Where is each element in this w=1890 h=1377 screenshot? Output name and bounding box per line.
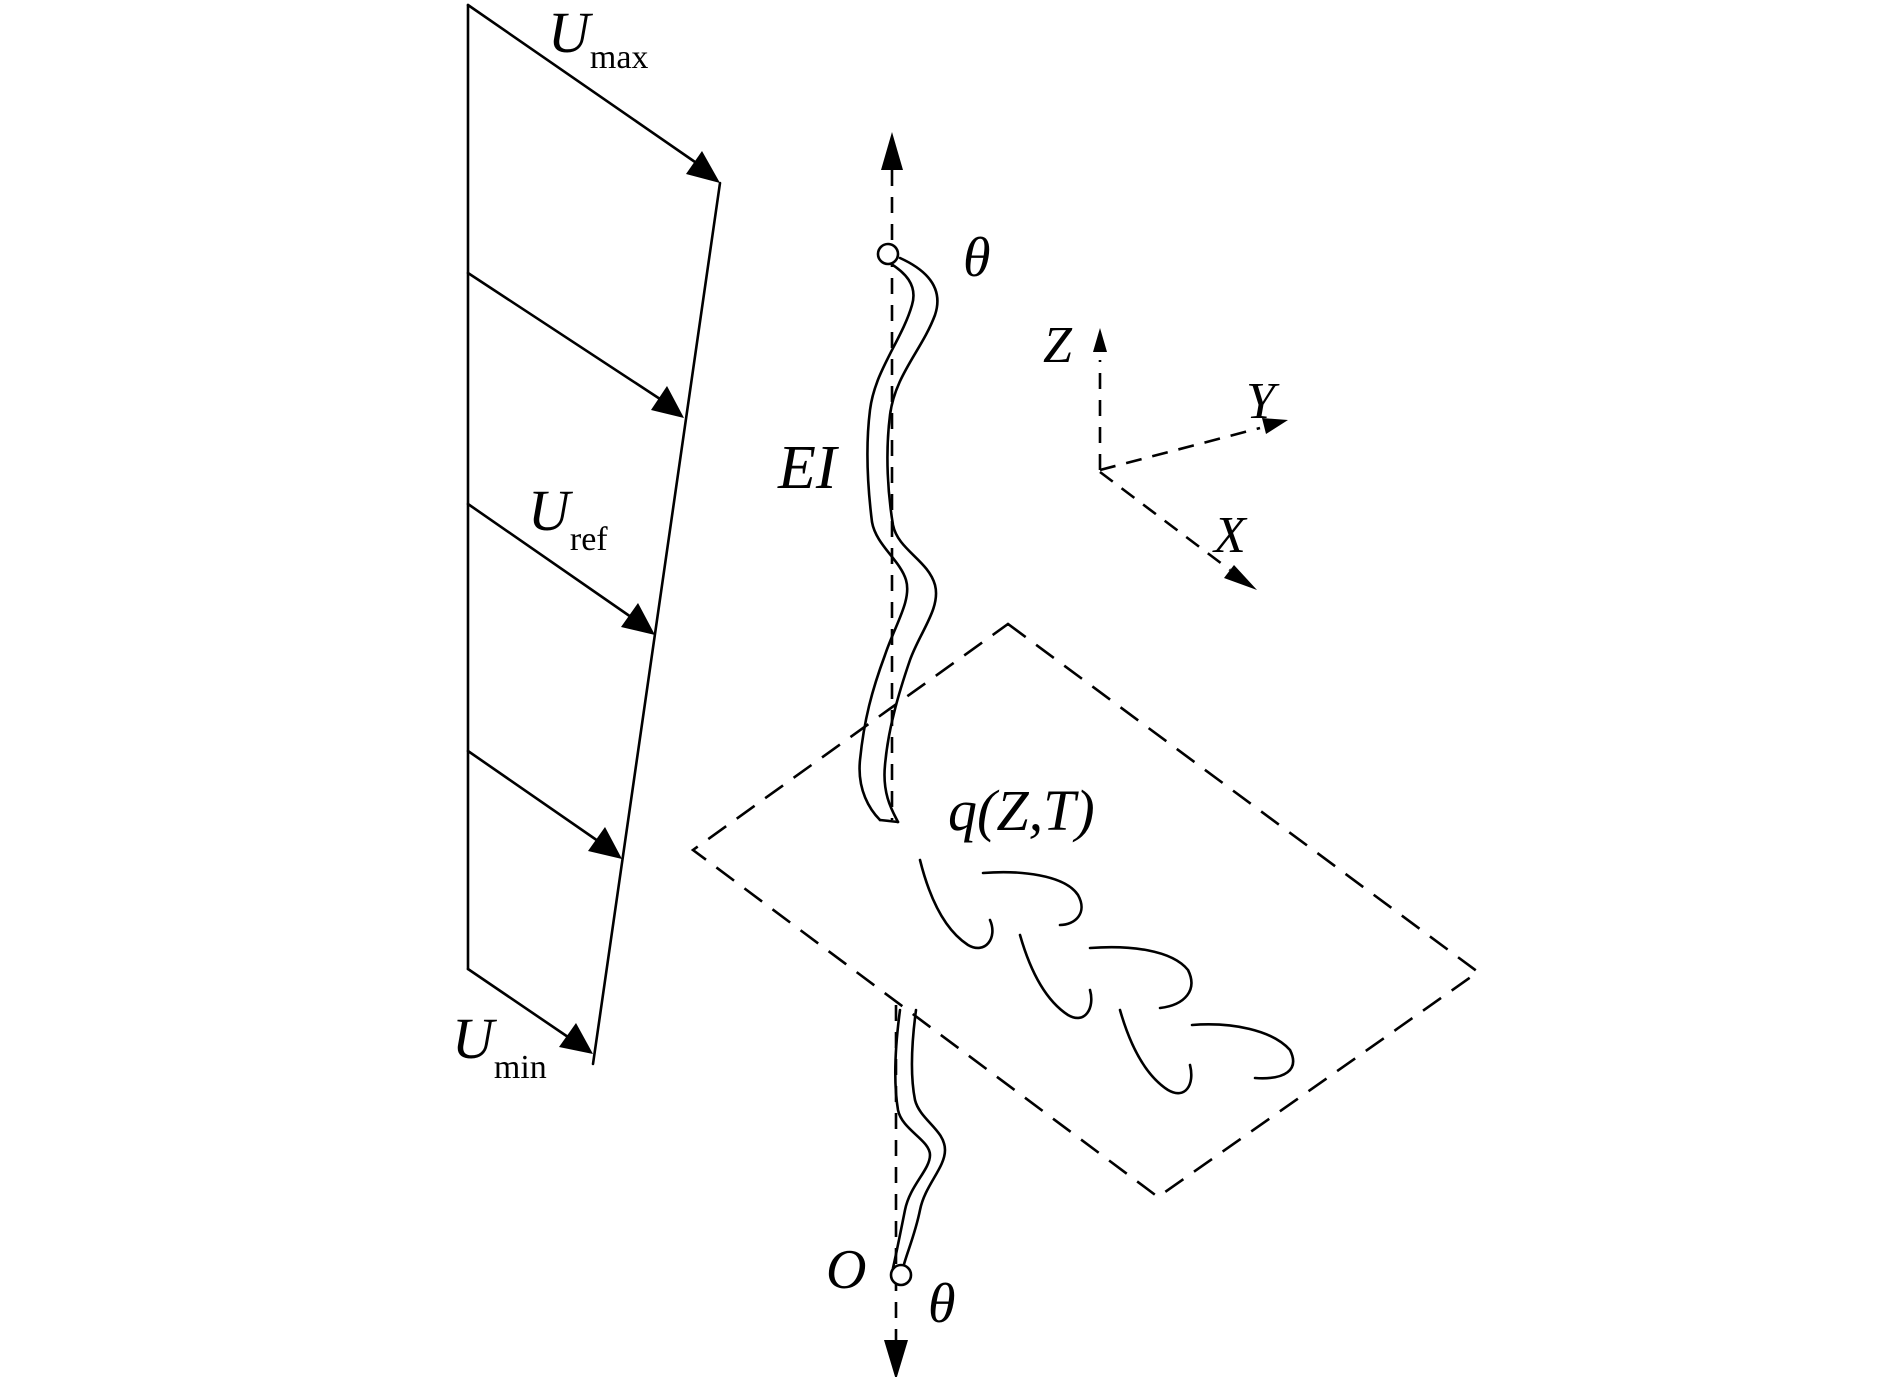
- profile-envelope: [591, 181, 722, 1066]
- vortex-3: [1118, 1008, 1193, 1095]
- riser-lower-right-edge: [901, 1008, 947, 1270]
- origin-pin-joint: [889, 1263, 913, 1287]
- riser-upper-bottom-cap: [878, 818, 900, 824]
- label-u-min: Umin: [452, 1006, 547, 1086]
- label-axis-z: Z: [1043, 317, 1073, 374]
- riser-upper-right-edge: [883, 256, 939, 824]
- label-theta-top: θ: [963, 227, 991, 289]
- axis-y-line: [1099, 426, 1261, 472]
- velocity-arrow-4: [466, 749, 622, 859]
- vortex-3-tail: [1190, 1023, 1295, 1080]
- label-ei: EI: [777, 434, 840, 502]
- velocity-arrow-ref: [466, 502, 655, 635]
- wake-region: q(Z,T): [690, 622, 1481, 1199]
- label-load-function: q(Z,T): [948, 778, 1095, 843]
- axis-x-line: [1099, 470, 1231, 572]
- top-pin-joint: [876, 242, 900, 266]
- label-theta-bottom: θ: [928, 1273, 956, 1335]
- label-u-ref: Uref: [528, 478, 608, 558]
- velocity-arrow-max: [466, 3, 720, 183]
- velocity-arrow-2: [466, 271, 684, 418]
- coordinate-system: Z Y X: [1043, 317, 1288, 590]
- label-origin: O: [826, 1239, 866, 1301]
- wake-plane-outline: [690, 622, 1481, 1199]
- riser: θ EI O θ: [777, 132, 991, 1377]
- riser-axis-down-arrowhead: [884, 1340, 908, 1377]
- vortex-1: [918, 858, 994, 950]
- riser-upper-left-edge: [858, 260, 915, 822]
- label-axis-x: X: [1212, 507, 1248, 564]
- velocity-arrow-min: [466, 967, 593, 1054]
- riser-lower-left-edge: [891, 1008, 932, 1270]
- vortex-1-tail: [981, 870, 1083, 927]
- axis-z-arrowhead: [1093, 328, 1107, 352]
- axis-x-arrowhead: [1224, 565, 1257, 590]
- label-axis-y: Y: [1246, 373, 1280, 430]
- riser-axis-up-arrowhead: [881, 132, 903, 170]
- axis-y-arrowhead: [1262, 418, 1288, 434]
- vortex-2-tail: [1088, 945, 1193, 1010]
- velocity-profile: Umax Uref Umin: [452, 0, 722, 1086]
- vortex-2: [1018, 933, 1093, 1020]
- label-u-max: Umax: [548, 0, 648, 76]
